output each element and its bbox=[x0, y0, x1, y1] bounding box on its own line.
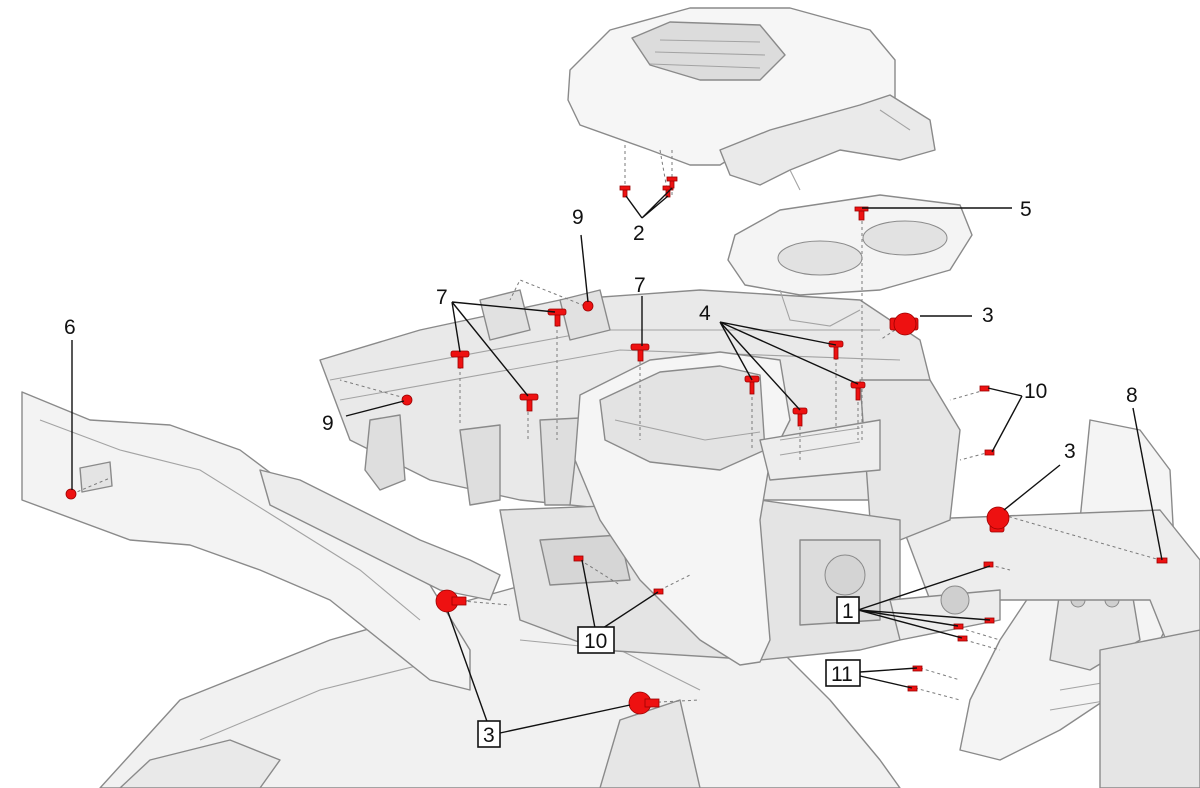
fastener-icon bbox=[889, 312, 919, 336]
callout-11-box: 11 bbox=[825, 659, 861, 687]
console-storage-bin bbox=[574, 351, 881, 666]
callout-3-box: 3 bbox=[477, 720, 501, 748]
fasteners bbox=[65, 176, 1168, 715]
callout-7-right: 7 bbox=[634, 274, 646, 297]
fastener-icon bbox=[907, 685, 918, 692]
fastener-icon bbox=[986, 506, 1010, 533]
cup-holder-bezel bbox=[727, 194, 973, 327]
fastener-icon bbox=[450, 350, 470, 369]
fastener-icon bbox=[628, 691, 660, 715]
fastener-icon bbox=[792, 407, 808, 427]
fastener-icon bbox=[653, 588, 664, 595]
left-side-trim bbox=[21, 391, 471, 691]
callout-3-top: 3 bbox=[982, 304, 994, 327]
callout-11: 11 bbox=[831, 663, 853, 686]
callout-5: 5 bbox=[1020, 198, 1032, 221]
floor-rail-left bbox=[259, 469, 501, 601]
fastener-icon bbox=[435, 589, 467, 613]
callout-9-left: 9 bbox=[322, 412, 334, 435]
fastener-icon bbox=[547, 308, 567, 327]
callout-10-box: 10 bbox=[577, 626, 615, 654]
callout-10-bottom: 10 bbox=[584, 630, 607, 653]
callout-9-top: 9 bbox=[572, 206, 584, 229]
callout-10-right: 10 bbox=[1024, 380, 1047, 403]
fastener-icon bbox=[582, 300, 594, 312]
callout-3-right: 3 bbox=[1064, 440, 1076, 463]
armrest-lid bbox=[567, 7, 936, 191]
fastener-icon bbox=[957, 635, 968, 642]
fastener-icon bbox=[630, 343, 650, 362]
fastener-icon bbox=[519, 393, 539, 412]
assembly-lines bbox=[71, 145, 1161, 704]
leader-lines bbox=[71, 187, 1163, 734]
callout-7-left: 7 bbox=[436, 286, 448, 309]
callout-labels: 2 5 3 3 4 6 7 7 9 9 8 10 1 3 10 11 bbox=[64, 198, 1138, 748]
callout-4: 4 bbox=[699, 302, 711, 325]
callout-3-bottom: 3 bbox=[483, 724, 495, 747]
callout-1: 1 bbox=[842, 600, 854, 623]
callout-1-box: 1 bbox=[836, 596, 860, 624]
fastener-icon bbox=[953, 623, 964, 630]
fastener-icon bbox=[401, 394, 413, 406]
rear-floor-rail bbox=[899, 509, 1200, 788]
callout-2: 2 bbox=[633, 222, 645, 245]
fastener-icon bbox=[65, 488, 77, 500]
fastener-icon bbox=[979, 385, 990, 392]
fastener-icon bbox=[854, 206, 869, 221]
fastener-icon bbox=[573, 555, 584, 562]
fastener-icon bbox=[619, 185, 631, 198]
callout-6: 6 bbox=[64, 316, 76, 339]
fastener-icon bbox=[850, 381, 866, 401]
callout-8: 8 bbox=[1126, 384, 1138, 407]
fastener-icon bbox=[984, 449, 995, 456]
